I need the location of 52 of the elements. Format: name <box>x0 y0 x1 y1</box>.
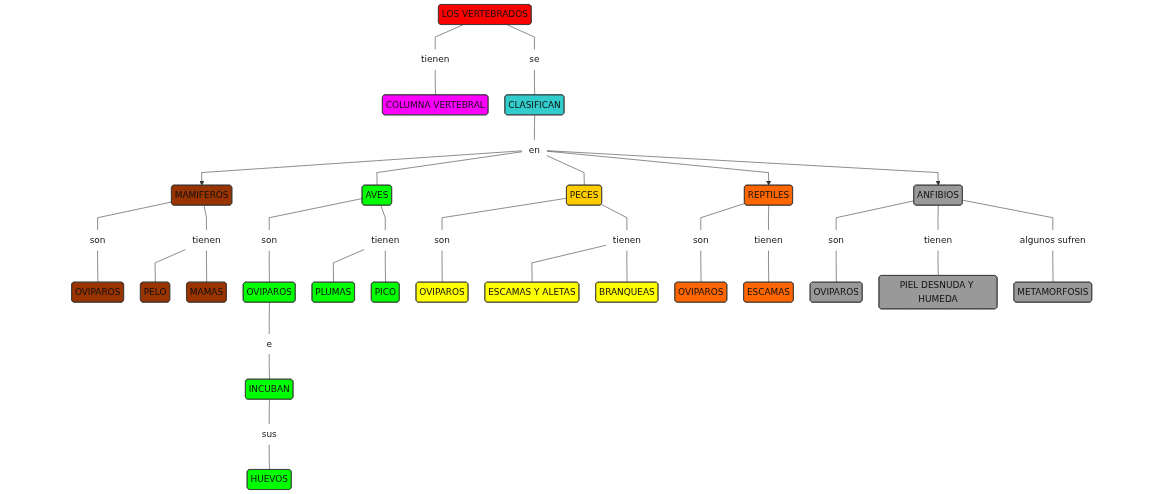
node-text: se <box>529 54 540 65</box>
node-text: tienen <box>192 234 221 246</box>
connector <box>268 399 270 425</box>
connector <box>626 250 628 283</box>
node-text: algunos sufren <box>1019 234 1086 246</box>
connector <box>97 250 99 283</box>
connector <box>385 250 386 283</box>
connector <box>700 203 745 231</box>
node-text: e <box>266 338 272 350</box>
connector <box>376 151 523 186</box>
connector <box>768 205 770 231</box>
connector <box>506 24 535 50</box>
connector <box>268 444 270 471</box>
node-text: tienen <box>754 234 783 246</box>
connector <box>441 250 443 283</box>
connector <box>700 250 702 283</box>
node-text: tienen <box>612 234 641 246</box>
connector <box>206 250 207 283</box>
node-text: tienen <box>371 234 400 246</box>
connector <box>835 250 837 283</box>
node-text: son <box>828 234 845 246</box>
connector <box>768 250 770 283</box>
connector <box>835 200 915 231</box>
connector <box>601 204 628 231</box>
connector <box>962 199 1054 231</box>
connector <box>154 249 186 283</box>
connector <box>434 69 436 96</box>
node-text: tienen <box>421 54 450 65</box>
connector <box>534 114 535 141</box>
connector <box>937 250 939 276</box>
connector <box>268 250 270 283</box>
connector <box>531 245 607 283</box>
node-text: tienen <box>923 234 953 246</box>
node-text: sus <box>261 428 277 440</box>
connector <box>268 302 270 335</box>
connector <box>546 155 585 186</box>
connector <box>97 201 172 231</box>
node-text: son <box>261 234 278 246</box>
node-text: son <box>434 234 450 246</box>
node-text: en <box>528 144 541 155</box>
connector <box>534 69 535 96</box>
node-text: son <box>89 234 106 246</box>
connector <box>333 249 365 283</box>
connector <box>380 205 386 231</box>
connector <box>434 24 464 50</box>
node-text: son <box>692 234 709 246</box>
connector <box>268 353 270 380</box>
connector <box>268 198 363 231</box>
connector <box>203 205 207 231</box>
connector <box>441 197 567 231</box>
connector <box>937 205 939 231</box>
connector <box>1052 250 1054 283</box>
